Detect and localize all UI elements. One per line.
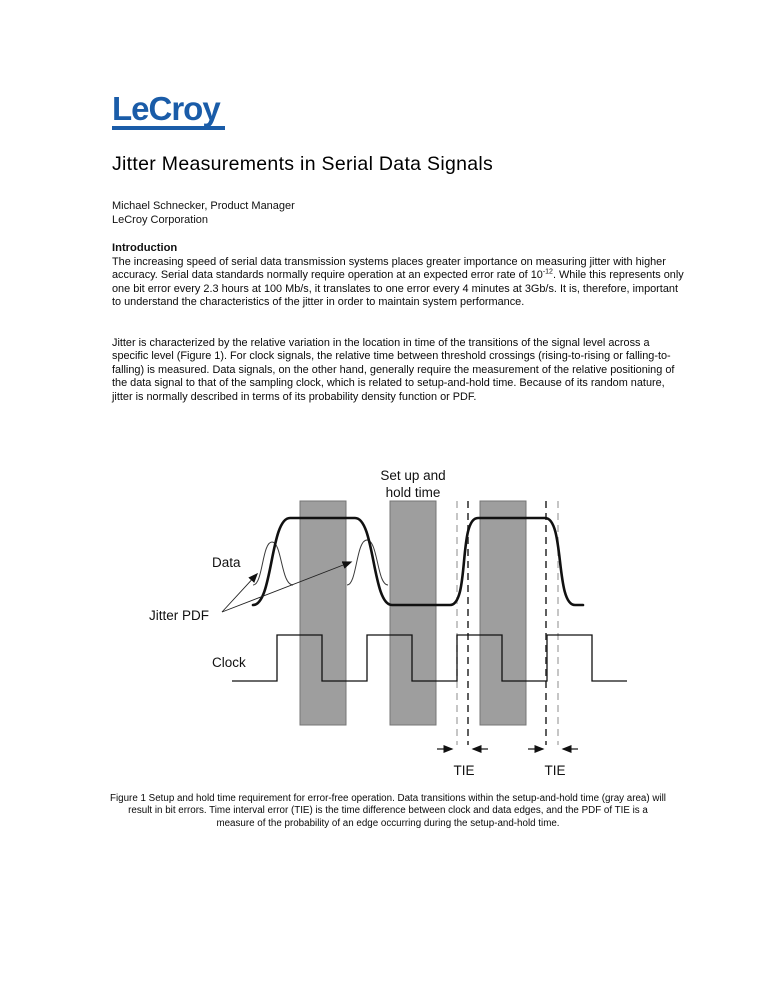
- data-waveform: [251, 516, 585, 607]
- byline-block: Michael Schnecker, Product Manager LeCro…: [112, 199, 295, 227]
- jitter-pdf-arrow-2: [221, 561, 353, 613]
- author-line: Michael Schnecker, Product Manager: [112, 200, 295, 212]
- tie-label-1: TIE: [453, 763, 474, 778]
- paragraph-1-text-a: The increasing speed of serial data tran…: [112, 256, 666, 282]
- tie-label-2: TIE: [544, 763, 565, 778]
- setup-hold-window-2: [389, 500, 437, 726]
- clock-label: Clock: [212, 655, 246, 670]
- figure-caption: Figure 1 Setup and hold time requirement…: [110, 793, 666, 829]
- company-line: LeCroy Corporation: [112, 214, 208, 226]
- jitter-pdf-label: Jitter PDF: [149, 608, 209, 623]
- lecroy-logo-text: LeCroy: [112, 90, 221, 127]
- setup-hold-window-3: [479, 500, 527, 726]
- section-heading-introduction: Introduction: [112, 242, 178, 254]
- page-title: Jitter Measurements in Serial Data Signa…: [112, 153, 494, 175]
- setup-hold-label-line1: Set up and: [380, 468, 445, 483]
- lecroy-logo-underline: [112, 126, 225, 130]
- jitter-pdf-arrow-1: [221, 572, 259, 613]
- clock-waveform: [232, 634, 627, 682]
- data-label: Data: [212, 555, 241, 570]
- intro-paragraph-1: The increasing speed of serial data tran…: [112, 256, 684, 310]
- paragraph-1-text-b: . While this represents only one bit err…: [112, 269, 684, 309]
- jitter-pdf-curve-1: [252, 541, 294, 586]
- setup-hold-window-1: [299, 500, 347, 726]
- setup-hold-label-line2: hold time: [386, 485, 441, 500]
- lecroy-logo: LeCroy: [112, 92, 225, 130]
- exponent-superscript: -12: [542, 268, 553, 276]
- intro-paragraph-2: Jitter is characterized by the relative …: [112, 337, 675, 403]
- jitter-pdf-curve-2: [346, 539, 389, 586]
- figure-1-diagram: Set up and hold time Data Jitter PDF Clo…: [149, 468, 627, 778]
